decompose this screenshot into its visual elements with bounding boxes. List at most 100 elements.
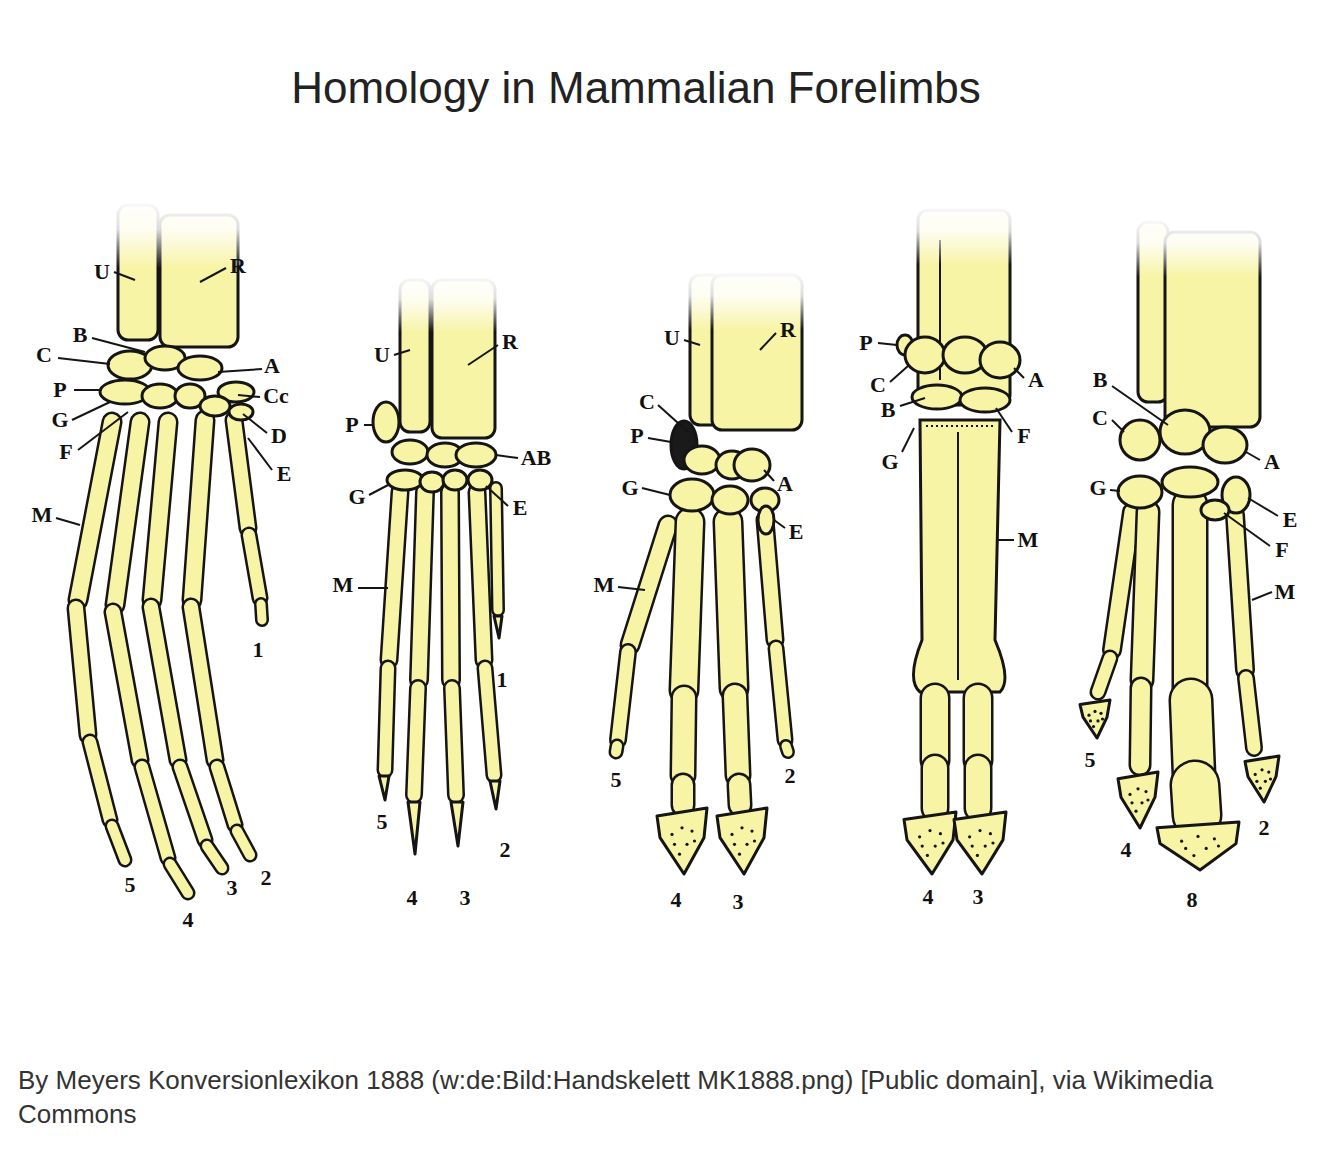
bone-outline [385, 668, 388, 770]
bone-outline [1235, 515, 1245, 670]
hoof-dot [984, 845, 987, 848]
bone-label: E [277, 463, 292, 485]
leader-line [658, 405, 688, 432]
bone-label: P [859, 332, 872, 354]
bone-outline [776, 648, 785, 740]
bone [450, 492, 451, 680]
bone-label: P [53, 379, 66, 401]
bone [616, 746, 617, 752]
bone-outline [152, 422, 168, 600]
claw [408, 802, 420, 854]
bone [1098, 658, 1110, 692]
leader-line [78, 412, 128, 450]
bone [1235, 515, 1245, 670]
bone-outline [739, 785, 740, 805]
bone-label: M [594, 574, 615, 596]
hoof-dot [1092, 725, 1095, 728]
bone-outline [192, 420, 205, 600]
bone-label: B [1093, 369, 1108, 391]
bone-outline [389, 492, 400, 660]
hoof-dot [991, 841, 994, 844]
bone [142, 767, 168, 858]
carpal-bone [1120, 420, 1160, 460]
bone-outline [963, 698, 994, 760]
bone-label: B [881, 399, 896, 421]
bone [234, 420, 248, 528]
bone [630, 525, 668, 645]
hoof-dot [1146, 798, 1149, 801]
hoof-dot [934, 845, 937, 848]
carpal-bone [1162, 467, 1218, 497]
bone-outline [964, 768, 993, 808]
digit-number: 5 [611, 769, 622, 791]
bone-label: P [345, 414, 358, 436]
leader-line [1224, 513, 1270, 546]
bone [786, 746, 788, 752]
carpal-bone [229, 404, 253, 420]
bone-label: U [94, 261, 110, 283]
leader-line [56, 518, 80, 525]
hoof-dot [680, 826, 683, 829]
hoof-dot [1128, 793, 1131, 796]
fade-overlay [110, 198, 245, 268]
leader-line [468, 345, 498, 365]
bone-outline [630, 525, 668, 645]
digit-number: 4 [183, 909, 194, 931]
bone [249, 535, 260, 598]
bone-outline [1142, 512, 1148, 680]
cannon-bone [913, 420, 1004, 692]
bone-outline [112, 826, 125, 860]
carpal-bone [420, 472, 444, 492]
bone [113, 612, 140, 760]
bone-label: E [513, 497, 528, 519]
hoof-dot [1099, 712, 1102, 715]
hoof-dot [1140, 801, 1143, 804]
hoof-dot [926, 854, 929, 857]
bone [237, 831, 250, 855]
digit-number: 1 [253, 639, 264, 661]
bone-label: A [777, 473, 793, 495]
carpal-bone [980, 342, 1020, 378]
digit-number: 2 [500, 839, 511, 861]
digit-number: 5 [377, 811, 388, 833]
bone [389, 492, 400, 660]
bone-outline [671, 785, 696, 805]
bone-label: R [780, 319, 796, 341]
bone [1140, 688, 1141, 765]
hoof-dot [753, 839, 756, 842]
bone-outline [920, 698, 951, 760]
leader-line [358, 587, 388, 589]
bone [735, 696, 738, 775]
bone [112, 826, 125, 860]
hoof-dot [1213, 837, 1216, 840]
digit-number: 4 [923, 886, 934, 908]
digit-number: 4 [1121, 839, 1132, 861]
leader-line [114, 272, 135, 280]
bone-label: F [1017, 425, 1030, 447]
fade-overlay [395, 272, 503, 332]
bone-label: U [664, 327, 680, 349]
carpal-bone [178, 356, 222, 380]
leader-line [1112, 386, 1168, 425]
hoof-dot [928, 829, 931, 832]
bone-label: U [374, 344, 390, 366]
hoof-dot [678, 853, 681, 856]
digit-number: 3 [460, 887, 471, 909]
bone-outline [1140, 688, 1141, 765]
bone-outline [217, 767, 235, 825]
carpal-bone [456, 443, 496, 467]
bone-label: M [1275, 581, 1296, 603]
bone-outline [735, 696, 738, 775]
hoof-dot [1192, 854, 1195, 857]
bone [115, 422, 140, 605]
hoof-dot [1101, 717, 1104, 720]
hoof [1080, 700, 1110, 738]
claw [494, 616, 502, 638]
bone [180, 767, 205, 840]
leader-line [764, 470, 774, 481]
bone-label: C [870, 374, 886, 396]
bone-label: A [1028, 369, 1044, 391]
hoof-dot [921, 845, 924, 848]
bone-outline [1246, 678, 1254, 748]
leader-line [996, 408, 1012, 432]
